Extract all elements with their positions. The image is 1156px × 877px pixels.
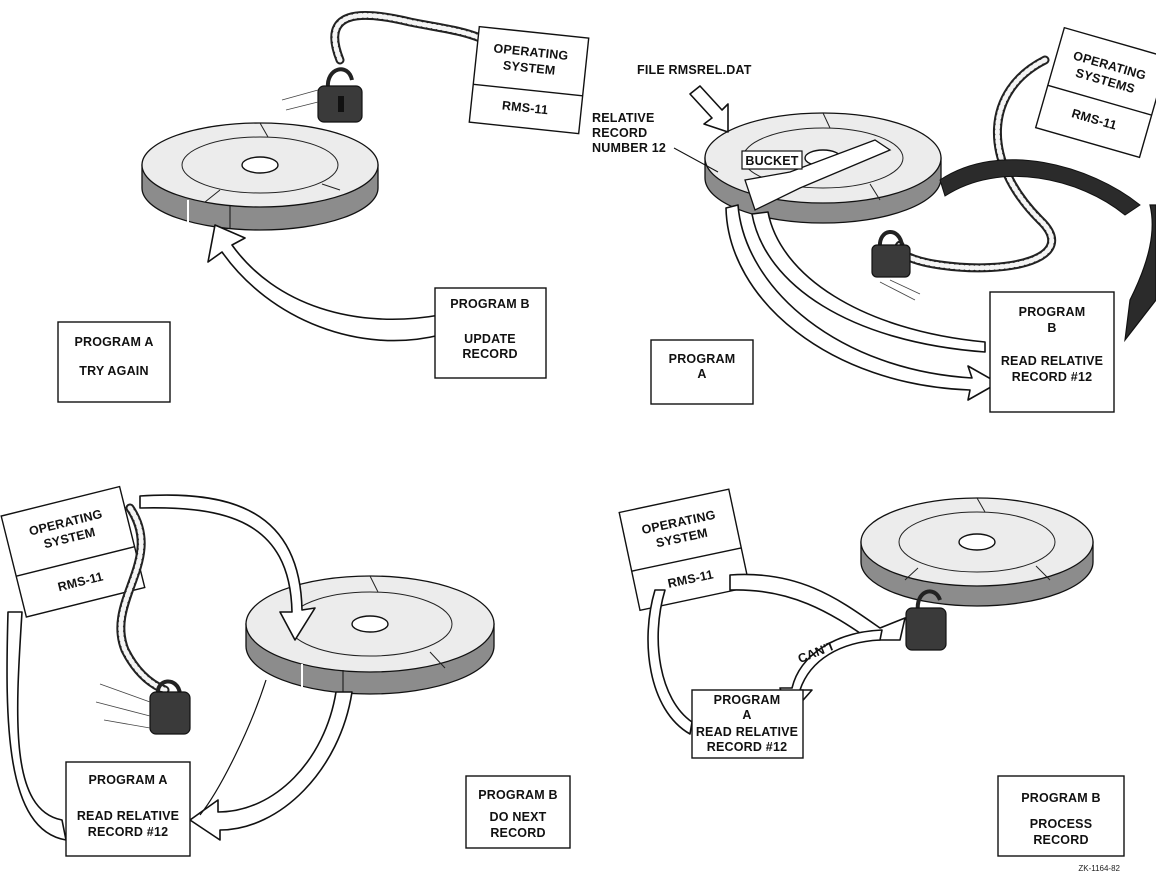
cable: [330, 10, 485, 65]
relative-label-line3: NUMBER 12: [592, 141, 666, 155]
program-a-box: PROGRAM A TRY AGAIN: [57, 321, 171, 403]
program-b-box: PROGRAM B READ RELATIVE RECORD #12: [989, 291, 1115, 413]
read-arrow-outer: [725, 204, 999, 401]
cable: [116, 503, 170, 695]
panel-bottom-left: OPERATING SYSTEM RMS-11 PROGRAM A READ R…: [0, 485, 571, 857]
program-a-action-line2: RECORD #12: [707, 740, 788, 754]
bucket-wedge: [744, 139, 892, 211]
program-b-action-line2: RECORD: [1033, 833, 1088, 847]
os-box: OPERATING SYSTEMS RMS-11: [1034, 26, 1156, 159]
program-b-title: PROGRAM B: [478, 788, 558, 802]
program-b-box: PROGRAM B DO NEXT RECORD: [465, 775, 571, 849]
program-b-action-line2: RECORD: [462, 347, 517, 361]
file-label: FILE RMSREL.DAT: [637, 63, 752, 77]
program-a-title: PROGRAM: [714, 693, 781, 707]
program-a-letter: A: [742, 708, 751, 722]
program-b-title: PROGRAM B: [450, 297, 530, 311]
read-arrow-inner: [751, 211, 986, 353]
program-a-status: TRY AGAIN: [79, 364, 148, 378]
os-to-program-arrow: [647, 589, 693, 735]
figure-id: ZK-1164-82: [1078, 864, 1120, 873]
disk: [245, 575, 495, 695]
panel-bottom-right: OPERATING SYSTEM RMS-11 CAN'T PROGRAM A …: [618, 488, 1125, 857]
file-pointer-arrow: [689, 85, 729, 133]
program-a-title: PROGRAM A: [74, 335, 153, 349]
program-a-title: PROGRAM A: [88, 773, 167, 787]
rms-label: RMS-11: [501, 98, 549, 117]
os-label-line2: SYSTEM: [502, 58, 556, 77]
dark-band: [939, 159, 1141, 216]
program-a-box: PROGRAM A READ RELATIVE RECORD #12: [65, 761, 191, 857]
program-b-action-line1: DO NEXT: [490, 810, 547, 824]
program-b-title: PROGRAM: [1019, 305, 1086, 319]
padlock-closed-icon: [871, 230, 921, 301]
program-a-box: PROGRAM A READ RELATIVE RECORD #12: [691, 689, 804, 759]
program-b-title: PROGRAM B: [1021, 791, 1101, 805]
program-a-action-line1: READ RELATIVE: [77, 809, 179, 823]
program-a-letter: A: [697, 367, 706, 381]
program-a-title: PROGRAM: [669, 352, 736, 366]
disk-to-program-arrow: [189, 691, 353, 841]
os-to-lock-band: [729, 573, 906, 641]
program-b-letter: B: [1047, 321, 1056, 335]
program-b-action-line2: RECORD: [490, 826, 545, 840]
os-box: OPERATING SYSTEM RMS-11: [618, 488, 751, 612]
padlock-open-icon: [281, 67, 363, 123]
disk: [860, 497, 1094, 607]
relative-label-line1: RELATIVE: [592, 111, 654, 125]
disk: [141, 122, 379, 231]
program-b-action-line1: PROCESS: [1030, 817, 1093, 831]
program-a-action-line2: RECORD #12: [88, 825, 169, 839]
os-box: OPERATING SYSTEM RMS-11: [468, 25, 590, 135]
padlock-closed-icon: [95, 679, 191, 735]
padlock-open-icon: [905, 589, 947, 651]
program-b-action-line2: RECORD #12: [1012, 370, 1093, 384]
program-a-action-line1: READ RELATIVE: [696, 725, 798, 739]
os-box: OPERATING SYSTEM RMS-11: [0, 485, 146, 618]
program-b-action-line1: READ RELATIVE: [1001, 354, 1103, 368]
program-b-box: PROGRAM B UPDATE RECORD: [434, 287, 547, 379]
bucket-label: BUCKET: [745, 154, 798, 168]
program-b-action-line1: UPDATE: [464, 332, 516, 346]
os-to-disk-arrow: [139, 494, 316, 641]
relative-label-line2: RECORD: [592, 126, 647, 140]
update-arrow: [207, 224, 441, 342]
cant-arrow: [779, 629, 883, 716]
os-ribbon: [1124, 204, 1156, 343]
os-to-program-arrow: [6, 611, 67, 841]
cable: [894, 55, 1057, 273]
panel-top-right: BUCKET FILE RMSREL.DAT RELATIVE RECORD N…: [592, 26, 1156, 413]
program-b-box: PROGRAM B PROCESS RECORD: [997, 775, 1125, 857]
panel-top-left: OPERATING SYSTEM RMS-11 PROGRAM A TRY AG…: [57, 10, 590, 403]
program-a-box: PROGRAM A: [650, 339, 754, 405]
